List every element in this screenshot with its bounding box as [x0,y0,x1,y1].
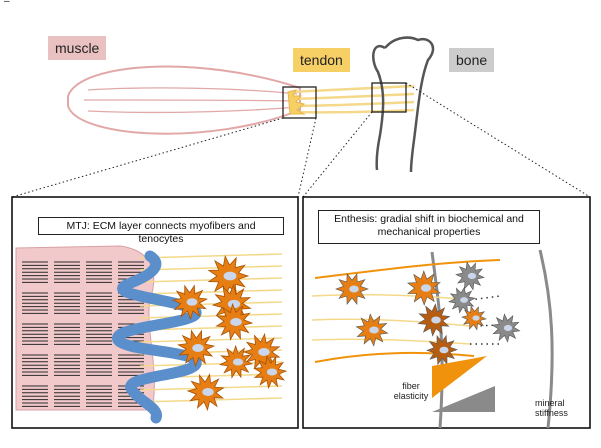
bone-tag: bone [449,48,495,72]
enthesis-zoom-box [371,82,407,113]
bone-shape [372,36,435,173]
collagen-fiber [311,294,471,301]
mineral-stiffness-label: mineral stiffness [535,398,568,418]
zoom-connector-lines [11,82,591,198]
tenocyte-nucleus [192,344,204,352]
tendon-fiber-top [314,259,501,279]
tenocyte-nucleus [232,358,244,366]
mineral-stiffness-wedge [432,386,495,412]
muscle-tag: muscle [48,36,107,60]
collagen-fiber [139,265,283,271]
mtj-panel-title: MTJ: ECM layer connects myofibers and te… [38,217,284,245]
tenocyte-nucleus [186,298,198,306]
cell-nucleus [420,284,432,292]
muscle-shape [67,65,301,135]
tenocyte-nucleus [266,368,278,376]
collagen-fiber [139,337,283,343]
cell-nucleus [503,324,513,332]
collagen-fiber [311,318,471,327]
cell-nucleus [439,346,449,354]
tenocyte-nucleus [258,348,270,356]
cell-nucleus [472,315,480,321]
tenocyte-nucleus [202,388,214,396]
cell-nucleus [467,272,477,280]
cell-nucleus [369,326,379,334]
collagen-fiber [139,253,283,259]
collagen-fiber [139,313,283,319]
fiber-elasticity-wedge [432,356,487,398]
tendon-fibers [289,84,415,114]
mtj-illustration [15,245,288,424]
tenocyte-nucleus [223,271,237,281]
cell-nucleus [349,285,359,293]
tenocyte-nucleus [230,318,242,326]
ecm-layer [112,250,202,424]
tendon-tag: tendon [293,48,350,72]
enthesis-panel-title: Enthesis: gradial shift in biochemical a… [318,210,540,244]
collagen-fiber [139,289,283,295]
mtj-zoom-box [282,86,317,119]
cell-nucleus [431,316,441,324]
corner-mark: – [4,0,10,7]
mtj-interdigitation [287,89,306,115]
tenocyte-nucleus [227,299,241,309]
bone-surface-line [538,249,554,429]
enthesis-illustration [311,249,554,429]
cell-nucleus [460,297,468,303]
fiber-elasticity-label: fiber elasticity [393,381,429,401]
tendon-fiber-bottom [314,351,475,363]
